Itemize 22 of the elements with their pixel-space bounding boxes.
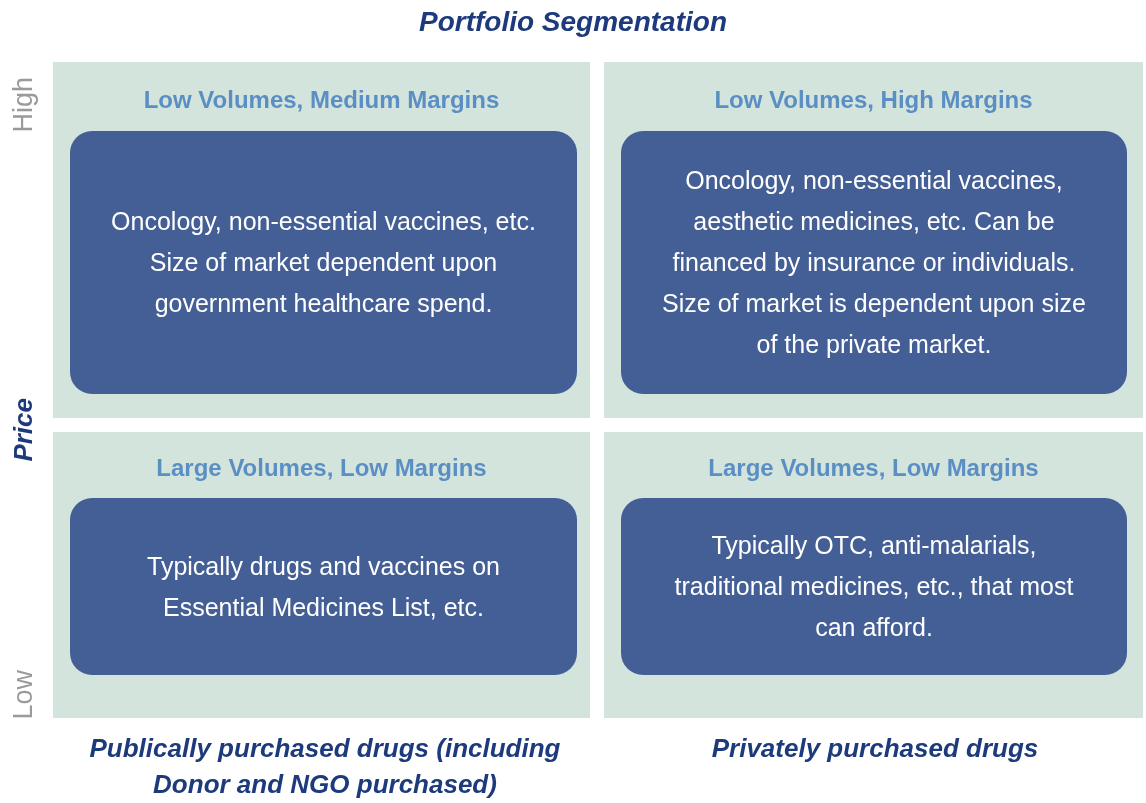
quadrant-heading: Large Volumes, Low Margins [155,454,488,482]
description-text: Oncology, non-essential vaccines, etc. Size of market dependent upon government healthcare spend. [110,206,537,319]
description-text: Oncology, non-essential vaccines, aesthetic medicines, etc. Can be financed by insurance or individuals. Size of market is dependent upon size of the private market. [661,165,1087,360]
axis-label: Low [8,670,39,720]
description-box [621,498,1127,675]
axis-title: Publically purchased drugs (including Donor and NGO purchased) [88,732,562,801]
quadrant-heading: Low Volumes, High Margins [713,86,1034,114]
description-text: Typically OTC, anti-malarials, traditional medicines, etc., that most can afford. [673,530,1075,643]
description-box [621,131,1127,394]
axis-title: Price [8,398,39,462]
description-box [70,498,577,675]
quadrant-panel [604,432,1143,718]
axis-label: High [8,77,39,133]
description-text: Typically drugs and vaccines on Essential Medicines List, etc. [146,550,501,623]
quadrant-heading: Low Volumes, Medium Margins [142,86,501,114]
description-box [70,131,577,394]
diagram-title: Portfolio Segmentation [418,6,728,38]
quadrant-panel [604,62,1143,418]
quadrant-panel [53,432,590,718]
quadrant-heading: Large Volumes, Low Margins [707,454,1040,482]
quadrant-panel [53,62,590,418]
axis-title: Privately purchased drugs [710,732,1040,765]
